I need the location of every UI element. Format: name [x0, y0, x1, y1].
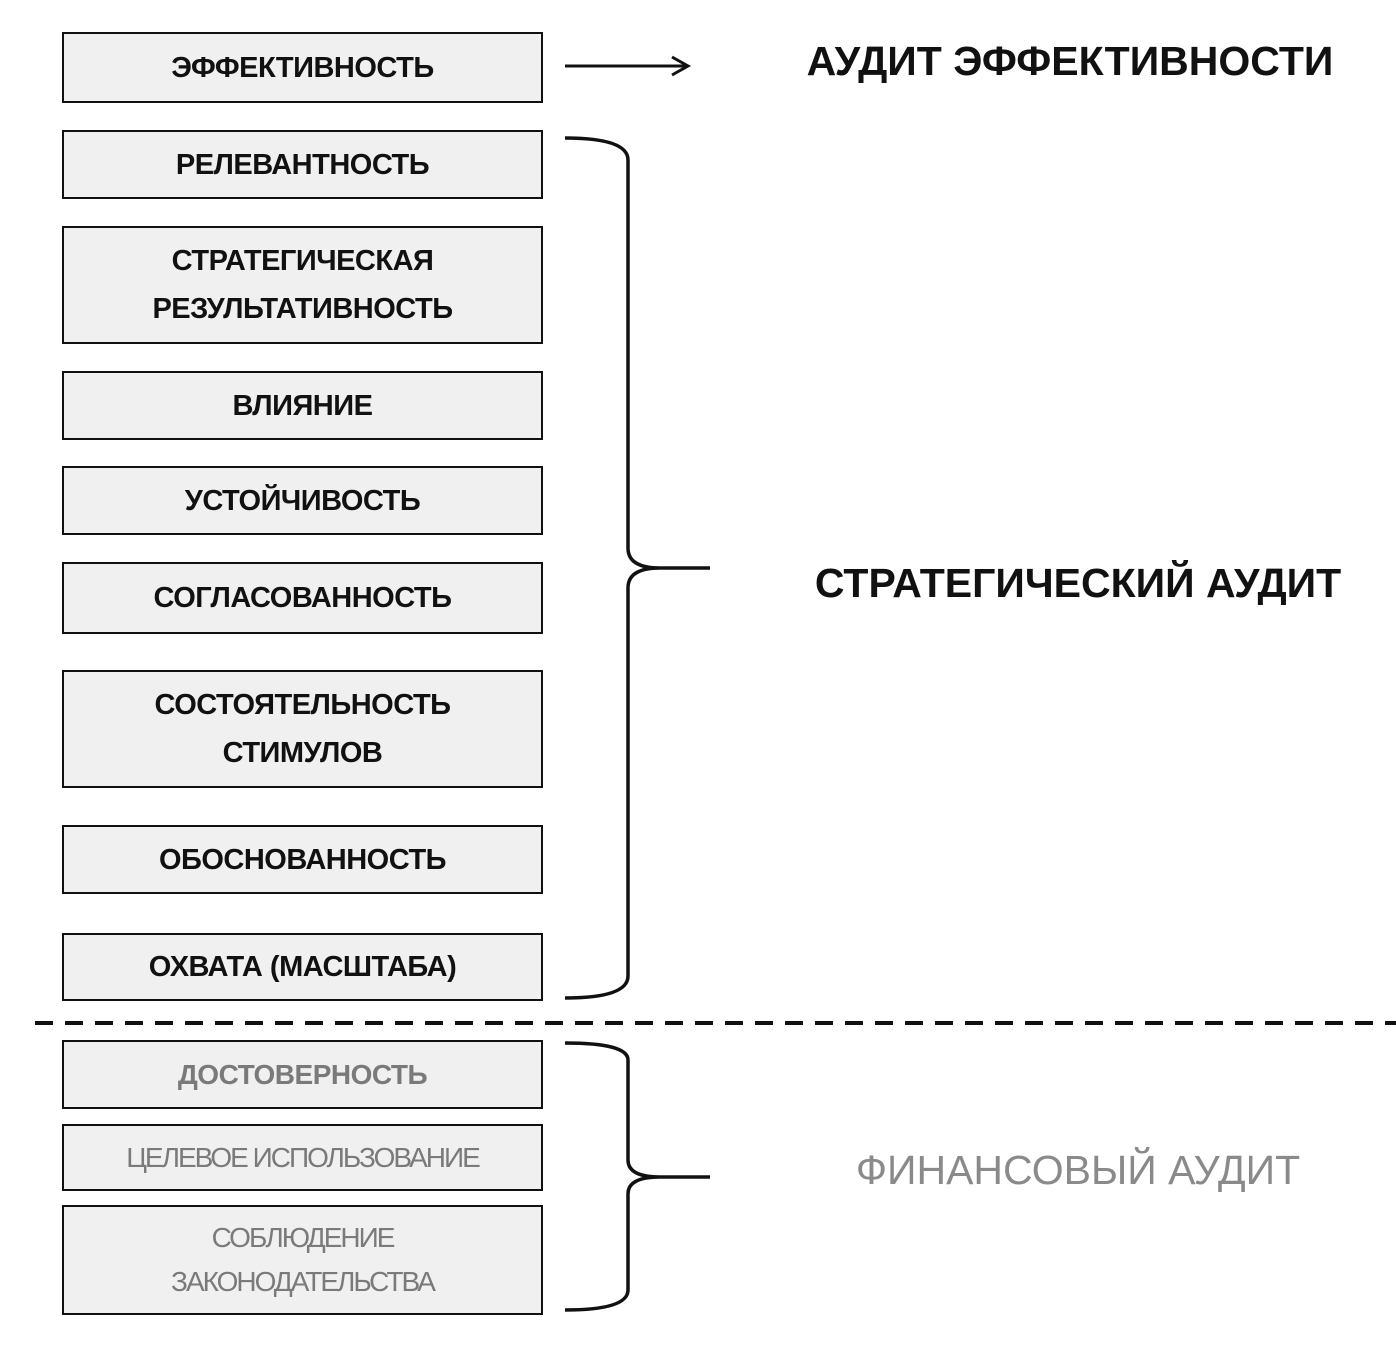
box-relevance: РЕЛЕВАНТНОСТЬ	[62, 130, 543, 199]
box-legal-compliance: СОБЛЮДЕНИЕ ЗАКОНОДАТЕЛЬСТВА	[62, 1205, 543, 1315]
box-label: УСТОЙЧИВОСТЬ	[184, 484, 421, 517]
box-sustainability: УСТОЙЧИВОСТЬ	[62, 466, 543, 535]
box-impact: ВЛИЯНИЕ	[62, 371, 543, 440]
box-incentive-soundness: СОСТОЯТЕЛЬНОСТЬ СТИМУЛОВ	[62, 670, 543, 788]
box-label: ВЛИЯНИЕ	[232, 389, 373, 422]
box-label: СОСТОЯТЕЛЬНОСТЬ СТИМУЛОВ	[154, 689, 451, 769]
box-coherence: СОГЛАСОВАННОСТЬ	[62, 562, 543, 634]
box-label: СОГЛАСОВАННОСТЬ	[153, 582, 452, 614]
box-efficiency: ЭФФЕКТИВНОСТЬ	[62, 32, 543, 103]
box-coverage: ОХВАТА (МАСШТАБА)	[62, 933, 543, 1001]
financial-brace	[564, 1041, 710, 1312]
box-label: ОБОСНОВАННОСТЬ	[158, 843, 447, 876]
efficiency-audit-label: АУДИТ ЭФФЕКТИВНОСТИ	[806, 38, 1334, 84]
arrow-icon	[565, 55, 692, 77]
box-label: ЭФФЕКТИВНОСТЬ	[171, 51, 434, 84]
financial-audit-label: ФИНАНСОВЫЙ АУДИТ	[855, 1147, 1301, 1193]
box-label: ДОСТОВЕРНОСТЬ	[177, 1058, 428, 1090]
box-label: ОХВАТА (МАСШТАБА)	[148, 951, 457, 983]
box-validity: ОБОСНОВАННОСТЬ	[62, 825, 543, 894]
box-label: РЕЛЕВАНТНОСТЬ	[175, 148, 430, 181]
box-strategic-effectiveness: СТРАТЕГИЧЕСКАЯ РЕЗУЛЬТАТИВНОСТЬ	[62, 226, 543, 344]
strategic-audit-label: СТРАТЕГИЧЕСКИЙ АУДИТ	[814, 560, 1342, 606]
box-targeted-use: ЦЕЛЕВОЕ ИСПОЛЬЗОВАНИЕ	[62, 1124, 543, 1191]
strategic-brace	[564, 136, 710, 1000]
box-reliability: ДОСТОВЕРНОСТЬ	[62, 1040, 543, 1109]
box-label: СОБЛЮДЕНИЕ ЗАКОНОДАТЕЛЬСТВА	[171, 1222, 436, 1297]
box-label: СТРАТЕГИЧЕСКАЯ РЕЗУЛЬТАТИВНОСТЬ	[152, 245, 453, 325]
box-label: ЦЕЛЕВОЕ ИСПОЛЬЗОВАНИЕ	[126, 1141, 481, 1173]
